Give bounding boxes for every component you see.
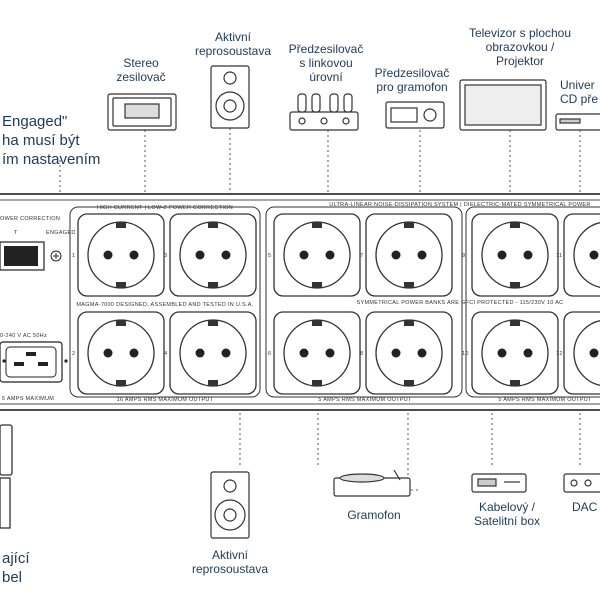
label-line-preamp: Předzesilovač s linkovou úrovní — [288, 42, 364, 84]
left-bottom-note: ající bel — [2, 549, 30, 587]
svg-text:9: 9 — [462, 253, 465, 259]
tv-projector-icon — [459, 79, 547, 131]
label-phono-preamp: Předzesilovač pro gramofon — [374, 66, 450, 94]
active-speaker-top-icon — [210, 65, 250, 129]
left-note-line1: Engaged" — [2, 113, 68, 130]
svg-text:SYMMETRICAL POWER BANKS ARE GF: SYMMETRICAL POWER BANKS ARE GFCI PROTECT… — [357, 300, 564, 306]
svg-text:5 AMPS RMS MAXIMUM OUTPUT: 5 AMPS RMS MAXIMUM OUTPUT — [318, 397, 412, 403]
cd-player-icon — [555, 113, 600, 131]
svg-text:8: 8 — [360, 351, 363, 357]
svg-text:16 AMPS RMS MAXIMUM OUTPUT: 16 AMPS RMS MAXIMUM OUTPUT — [117, 397, 214, 403]
label-tv: Televizor s plochou obrazovkou / Projekt… — [468, 26, 572, 68]
svg-text:HIGH CURRENT | LOW-Z POWER C: HIGH CURRENT | LOW-Z POWER CORRECTION — [97, 205, 233, 211]
svg-text:5 AMPS MAXIMUM: 5 AMPS MAXIMUM — [2, 396, 54, 402]
svg-text:ULTRA-LINEAR NOISE-DISSIPATION: ULTRA-LINEAR NOISE-DISSIPATION SYSTEM | … — [329, 202, 590, 208]
panel-texts: OWER CORRECTION T ENGAGED 0-240 V AC 50H… — [0, 202, 592, 403]
label-active-speaker-bottom: Aktivní reprosoustava — [191, 548, 269, 576]
label-cd: Univer CD pře — [560, 78, 599, 106]
left-note-line3: ím nastavením — [2, 151, 101, 168]
svg-text:5: 5 — [268, 253, 271, 259]
phono-preamp-icon — [385, 101, 445, 129]
power-cable-icon — [0, 424, 13, 529]
stereo-amplifier-icon — [107, 93, 177, 131]
left-note-line2: ha musí být — [2, 132, 80, 149]
svg-text:11: 11 — [556, 253, 562, 259]
svg-text:OWER CORRECTION: OWER CORRECTION — [0, 216, 60, 222]
label-dac: DAC — [572, 500, 598, 514]
svg-text:0-240 V AC 50Hz: 0-240 V AC 50Hz — [0, 333, 47, 339]
svg-text:1: 1 — [72, 253, 75, 259]
turntable-icon — [333, 469, 411, 497]
svg-text:10: 10 — [462, 351, 469, 357]
left-note: Engaged" ha musí být ím nastavením — [2, 112, 100, 169]
power-conditioner-panel — [0, 193, 600, 411]
svg-text:ENGAGED: ENGAGED — [46, 230, 76, 236]
svg-text:12: 12 — [556, 351, 563, 357]
svg-text:5 AMPS RMS MAXIMUM OUTPUT: 5 AMPS RMS MAXIMUM OUTPUT — [498, 397, 592, 403]
svg-text:6: 6 — [268, 351, 271, 357]
cable-box-icon — [471, 473, 527, 493]
dac-icon — [563, 473, 600, 493]
tube-preamp-icon — [289, 93, 359, 131]
svg-text:4: 4 — [164, 351, 167, 357]
active-speaker-bottom-icon — [210, 471, 250, 539]
label-turntable: Gramofon — [347, 508, 401, 522]
label-active-speaker-top: Aktivní reprosoustava — [194, 30, 272, 58]
svg-text:7: 7 — [360, 253, 363, 259]
svg-text:MAGMA-7000 DESIGNED, ASSEMBL: MAGMA-7000 DESIGNED, ASSEMBLED AND TESTE… — [76, 302, 253, 308]
left-bottom-line1: ající — [2, 550, 30, 567]
svg-text:T: T — [14, 230, 18, 236]
left-bottom-line2: bel — [2, 569, 23, 586]
label-cable-box: Kabelový / Satelitní box — [473, 500, 541, 528]
label-stereo-amp: Stereo zesilovač — [116, 56, 166, 84]
svg-text:2: 2 — [72, 351, 75, 357]
svg-text:3: 3 — [164, 253, 167, 259]
